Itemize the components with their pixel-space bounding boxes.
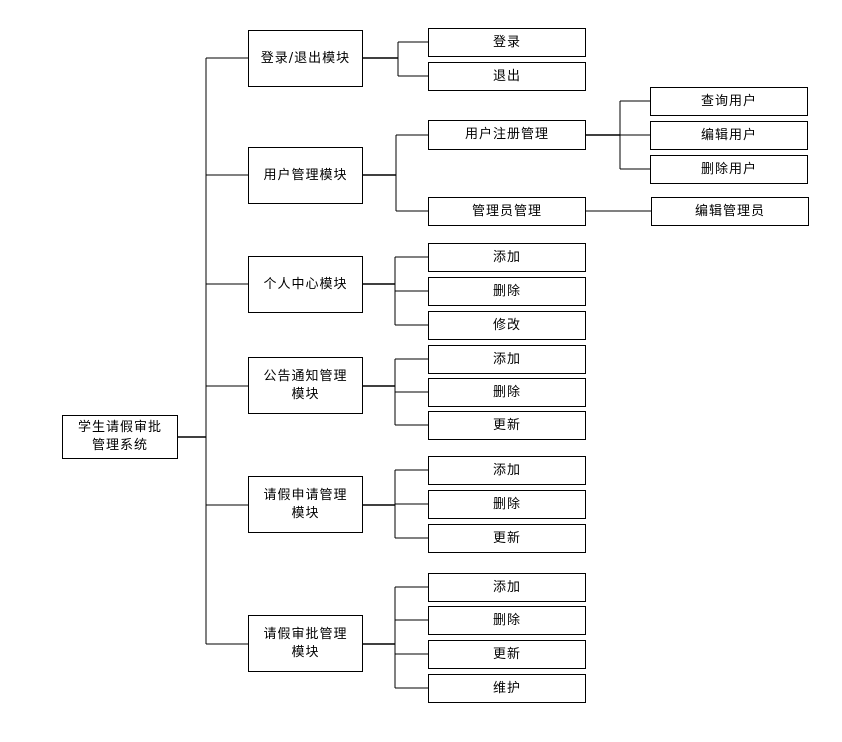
leaf-node-modify: 修改	[428, 311, 586, 340]
leaf-node-add: 添加	[428, 456, 586, 485]
module-node-login-logout: 登录/退出模块	[248, 30, 363, 87]
leaf-node-logout: 退出	[428, 62, 586, 91]
leaf-node-update: 更新	[428, 411, 586, 440]
sub-node-admin-management: 管理员管理	[428, 197, 586, 226]
leaf-node-edit-user: 编辑用户	[650, 121, 808, 150]
leaf-node-delete: 删除	[428, 606, 586, 635]
leaf-node-edit-admin: 编辑管理员	[651, 197, 809, 226]
module-node-user-management: 用户管理模块	[248, 147, 363, 204]
leaf-node-update: 更新	[428, 524, 586, 553]
leaf-node-maintain: 维护	[428, 674, 586, 703]
root-node: 学生请假审批 管理系统	[62, 415, 178, 459]
leaf-node-update: 更新	[428, 640, 586, 669]
module-node-leave-approval: 请假审批管理 模块	[248, 615, 363, 672]
leaf-node-add: 添加	[428, 345, 586, 374]
module-node-personal-center: 个人中心模块	[248, 256, 363, 313]
leaf-node-login: 登录	[428, 28, 586, 57]
leaf-node-delete: 删除	[428, 277, 586, 306]
leaf-node-add: 添加	[428, 243, 586, 272]
module-node-leave-application: 请假申请管理 模块	[248, 476, 363, 533]
sub-node-user-registration: 用户注册管理	[428, 120, 586, 150]
leaf-node-query-user: 查询用户	[650, 87, 808, 116]
leaf-node-delete: 删除	[428, 490, 586, 519]
leaf-node-add: 添加	[428, 573, 586, 602]
leaf-node-delete-user: 删除用户	[650, 155, 808, 184]
leaf-node-delete: 删除	[428, 378, 586, 407]
module-node-announcement: 公告通知管理 模块	[248, 357, 363, 414]
